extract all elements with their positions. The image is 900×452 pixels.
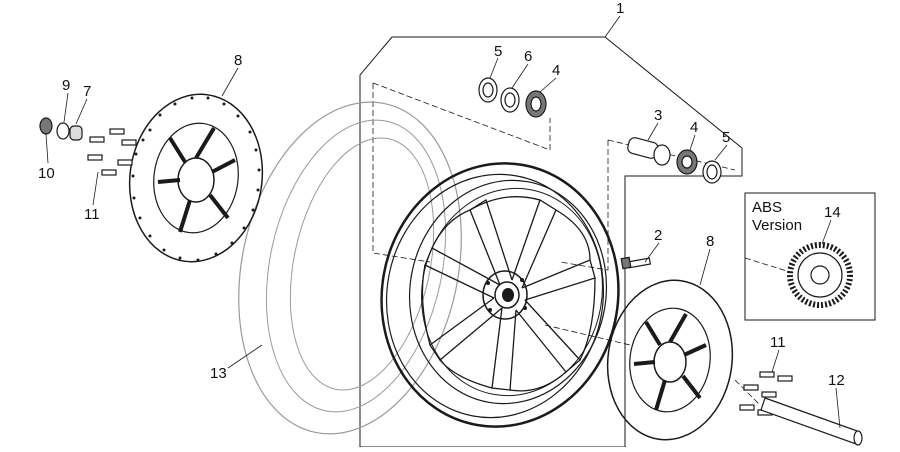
callout-6: 6: [524, 48, 532, 65]
callout-5-upper: 5: [494, 43, 502, 60]
callout-2: 2: [654, 227, 662, 244]
callout-4-right: 4: [690, 119, 698, 136]
brake-disc-left: [128, 93, 264, 263]
abs-label-line1: ABS: [752, 199, 782, 216]
dashed-leaders: [372, 82, 791, 406]
callout-labels: 1 2 3 4 4 5 5 6 7 8 8 9 10 11 11 12 13 1…: [38, 0, 845, 389]
callout-11-left: 11: [84, 206, 100, 223]
hardware-parts: [39, 77, 863, 446]
tyre: [238, 101, 462, 435]
callout-11-right: 11: [770, 334, 786, 351]
callout-3: 3: [654, 107, 662, 124]
callout-7: 7: [83, 83, 91, 100]
callout-10: 10: [38, 165, 55, 182]
brake-disc-right: [606, 279, 734, 441]
callout-8-right: 8: [706, 233, 714, 250]
callout-9: 9: [62, 77, 70, 94]
wheel-rim: [380, 162, 620, 428]
leader-lines: [45, 15, 841, 429]
callout-14: 14: [824, 204, 841, 221]
callout-13: 13: [210, 365, 227, 382]
callout-12: 12: [828, 372, 845, 389]
abs-box: ABS Version: [744, 192, 876, 321]
callout-8-left: 8: [234, 52, 242, 69]
callout-4-upper: 4: [552, 62, 560, 79]
abs-label-line2: Version: [752, 217, 802, 234]
callout-1: 1: [616, 0, 624, 17]
callout-5-right: 5: [722, 129, 730, 146]
assembly-outline: [359, 36, 743, 448]
